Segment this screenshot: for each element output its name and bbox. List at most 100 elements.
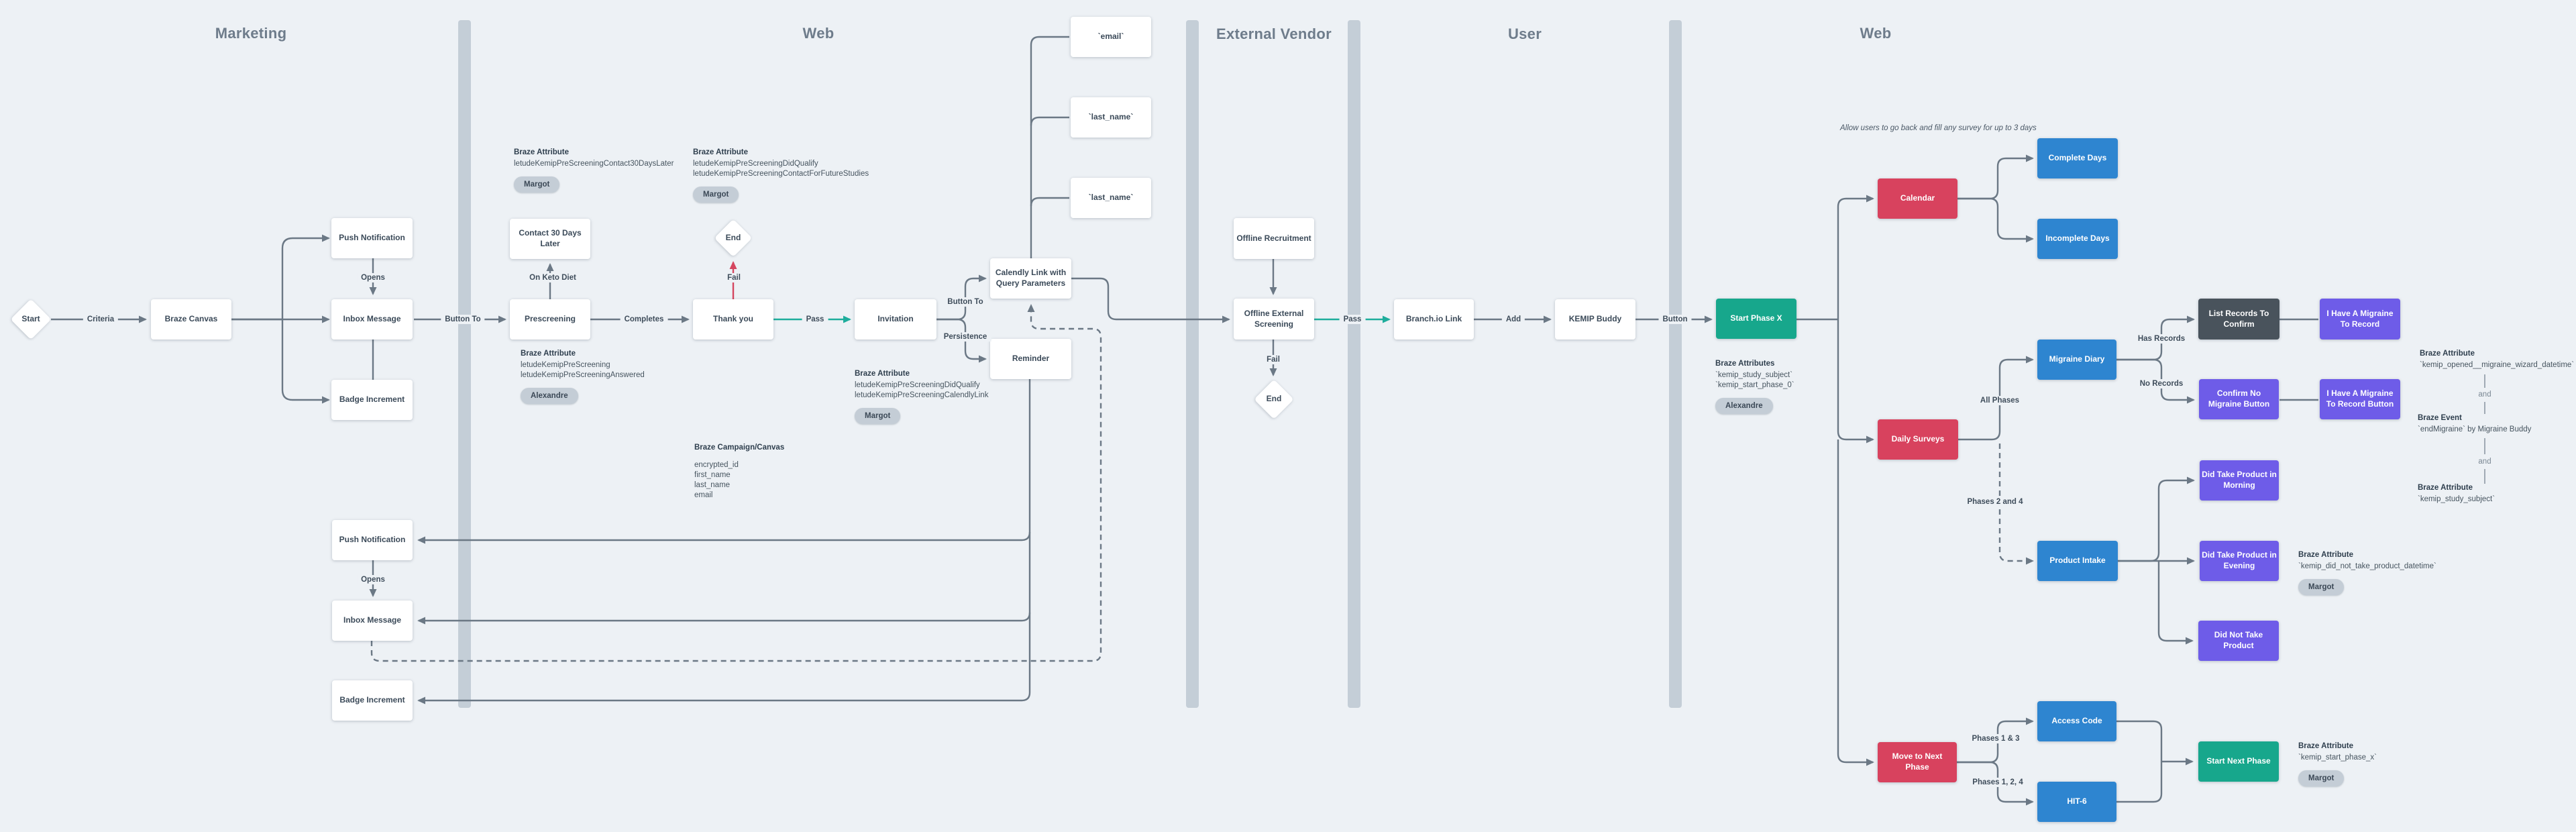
node-list-records-to-confirm[interactable]: List Records To Confirm [2198, 299, 2279, 340]
node-inbox-message-1[interactable]: Inbox Message [331, 299, 413, 340]
node-label: End [725, 233, 741, 243]
annotation-title: Braze Event [2418, 414, 2462, 422]
lane-title-external-vendor: External Vendor [1216, 25, 1332, 42]
node-push-notification-2[interactable]: Push Notification [332, 520, 413, 560]
node-did-take-product-in-evening[interactable]: Did Take Product in Evening [2200, 541, 2279, 581]
node-label: Start Phase X [1730, 313, 1782, 323]
annotation-line: `endMigraine` by Migraine Buddy [2418, 425, 2532, 433]
node-label: Inbox Message [343, 314, 401, 324]
annotation-title: Braze Campaign/Canvas [694, 444, 785, 452]
annotation-line: letudeKemipPreScreeningDidQualify [855, 381, 980, 389]
node-email-param[interactable]: `email` [1071, 17, 1151, 57]
annotation-title: Braze Attribute [2298, 742, 2353, 750]
node-label: Branch.io Link [1405, 314, 1462, 324]
node-prescreening[interactable]: Prescreening [510, 299, 590, 340]
node-offline-external-screening[interactable]: Offline External Screening [1234, 299, 1314, 340]
node-access-code[interactable]: Access Code [2037, 701, 2116, 741]
annotation-title: Braze Attribute [521, 350, 576, 358]
lane-title-web-1: Web [802, 25, 835, 42]
node-did-not-take-product[interactable]: Did Not Take Product [2198, 621, 2279, 661]
lane-title-user: User [1507, 25, 1542, 42]
node-offline-recruitment[interactable]: Offline Recruitment [1234, 218, 1314, 259]
node-contact-30-days-later[interactable]: Contact 30 Days Later [510, 219, 590, 259]
edge-label-no-records: No Records [2135, 379, 2188, 388]
node-incomplete-days[interactable]: Incomplete Days [2037, 219, 2118, 259]
edge-calendly-to-screening [1071, 277, 1230, 323]
node-product-intake[interactable]: Product Intake [2037, 541, 2118, 581]
node-braze-canvas[interactable]: Braze Canvas [151, 299, 231, 340]
annotation-line: `kemip_did_not_take_product_datetime` [2298, 562, 2436, 570]
lane-divider-2 [1186, 20, 1199, 708]
node-calendly-link[interactable]: Calendly Link with Query Parameters [990, 258, 1071, 299]
node-kemip-buddy[interactable]: KEMIP Buddy [1555, 299, 1635, 340]
node-i-have-a-migraine-to-record[interactable]: I Have A Migraine To Record [2320, 299, 2400, 340]
lane-divider-1 [458, 20, 471, 708]
node-did-take-product-in-morning[interactable]: Did Take Product in Morning [2200, 460, 2279, 501]
annotation-attr-study-subject: Braze Attribute`kemip_study_subject` [2418, 484, 2495, 505]
edge-canvas-to-push-1 [281, 234, 330, 319]
node-hit-6[interactable]: HIT-6 [2037, 782, 2116, 822]
node-label: Contact 30 Days Later [519, 228, 582, 248]
node-start-next-phase[interactable]: Start Next Phase [2198, 741, 2279, 782]
edge-canvas-to-badge-1 [281, 319, 330, 404]
node-label: Did Take Product in Morning [2202, 470, 2277, 490]
node-branch-io-link[interactable]: Branch.io Link [1394, 299, 1474, 340]
node-end-1[interactable]: End [714, 219, 753, 258]
node-badge-increment-1[interactable]: Badge Increment [331, 380, 413, 420]
lane-title-marketing: Marketing [215, 25, 287, 42]
node-reminder[interactable]: Reminder [990, 339, 1071, 379]
edge-label-button-to-1: Button To [441, 315, 485, 324]
node-label: Move to Next Phase [1892, 751, 1943, 772]
lane-divider-4 [1669, 20, 1682, 708]
edge-spine-to-move-next [1837, 439, 1874, 766]
node-push-notification-1[interactable]: Push Notification [331, 218, 413, 258]
node-daily-surveys[interactable]: Daily Surveys [1878, 419, 1958, 460]
edge-label-and-1: and [2474, 390, 2496, 399]
node-badge-increment-2[interactable]: Badge Increment [332, 680, 413, 721]
node-inbox-message-2[interactable]: Inbox Message [332, 601, 413, 641]
node-label: Complete Days [2048, 153, 2107, 163]
edge-label-button: Button [1658, 315, 1692, 324]
diagram-note: Allow users to go back and fill any surv… [1840, 124, 2037, 132]
node-last-name-param-2[interactable]: `last_name` [1071, 178, 1151, 218]
node-migraine-diary[interactable]: Migraine Diary [2037, 340, 2116, 380]
node-invitation[interactable]: Invitation [855, 299, 936, 340]
node-end-2[interactable]: End [1254, 379, 1294, 419]
edge-return-to-push-2 [417, 531, 1031, 544]
annotation-line: letudeKemipPreScreeningDidQualify [693, 160, 818, 168]
edge-label-pass-2: Pass [1339, 315, 1366, 324]
node-start[interactable]: Start [10, 299, 52, 340]
edge-intake-to-morning [2118, 476, 2195, 562]
annotation-line: encrypted_id [694, 461, 739, 469]
node-label: I Have A Migraine To Record [2326, 308, 2394, 329]
node-label: Offline External Screening [1244, 308, 1304, 329]
node-last-name-param-1[interactable]: `last_name` [1071, 97, 1151, 138]
edge-spine-to-daily-surveys [1837, 319, 1874, 444]
node-label: Push Notification [339, 535, 406, 545]
node-calendar[interactable]: Calendar [1878, 178, 1957, 219]
edge-label-phases-2-and-4: Phases 2 and 4 [1963, 497, 2027, 507]
edge-param-last-name-1 [1030, 116, 1069, 126]
node-start-phase-x[interactable]: Start Phase X [1716, 299, 1796, 339]
node-label: Did Take Product in Evening [2202, 550, 2277, 570]
user-badge: Margot [2298, 770, 2345, 786]
node-move-to-next-phase[interactable]: Move to Next Phase [1878, 742, 1957, 782]
user-badge: Margot [693, 187, 739, 203]
annotation-title: Braze Attribute [2298, 551, 2353, 559]
node-confirm-no-migraine-button[interactable]: Confirm No Migraine Button [2199, 379, 2279, 419]
node-label: Offline Recruitment [1236, 233, 1311, 243]
annotation-attr-did-not-take: Braze Attribute `kemip_did_not_take_produ… [2298, 551, 2436, 595]
node-complete-days[interactable]: Complete Days [2037, 138, 2118, 178]
node-label: Calendly Link with Query Parameters [995, 268, 1067, 288]
node-label: Reminder [1012, 354, 1050, 364]
annotation-line: `kemip_start_phase_0` [1715, 381, 1794, 389]
annotation-line: `kemip_study_subject` [1715, 371, 1793, 379]
edge-label-fail-2: Fail [1263, 355, 1284, 364]
node-i-have-a-migraine-to-record-button[interactable]: I Have A Migraine To Record Button [2320, 379, 2400, 419]
annotation-line: letudeKemipPreScreeningContact30DaysLate… [514, 160, 674, 168]
node-thank-you[interactable]: Thank you [693, 299, 773, 340]
annotation-line: letudeKemipPreScreeningContactForFutureS… [693, 170, 869, 178]
